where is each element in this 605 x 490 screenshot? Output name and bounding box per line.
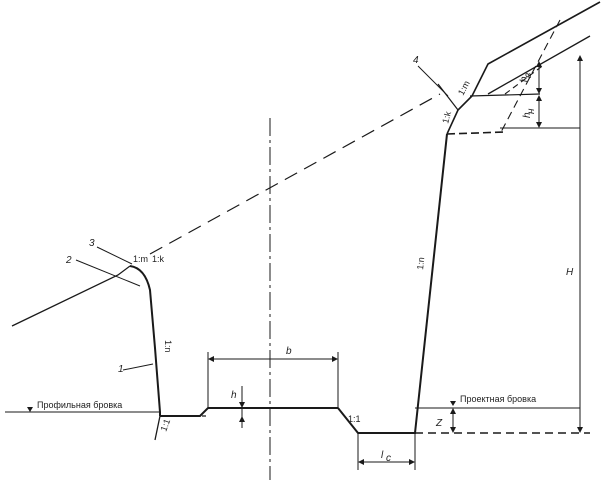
dim-Z-label: Z xyxy=(435,418,443,429)
dim-hn-label: h xyxy=(522,112,533,118)
slope-k-left: 1:k xyxy=(152,254,165,264)
slope-k-right: 1:k xyxy=(440,110,453,125)
callout-1-leader xyxy=(122,363,154,371)
callout-2: 2 xyxy=(65,255,72,266)
slope-1-1-left: 1:1 xyxy=(158,418,172,433)
right-dashed-diag xyxy=(499,19,561,135)
slope-n-left: 1:n xyxy=(163,340,173,353)
dim-hb-sub: в xyxy=(523,73,534,78)
left-ditch-slope xyxy=(154,415,161,441)
profile-edge-marker xyxy=(27,407,33,412)
slope-m-right: 1:m xyxy=(456,79,472,97)
callout-4-leader xyxy=(417,65,449,97)
design-edge-marker xyxy=(450,401,456,406)
dim-H-label: H xyxy=(566,267,574,278)
right-crest-dashed xyxy=(446,131,506,135)
dim-hn-sub: н xyxy=(526,108,537,114)
callout-3-leader xyxy=(96,246,133,265)
right-crest-tick xyxy=(437,83,459,111)
ground-line-left xyxy=(11,265,131,327)
bottom-profile-right xyxy=(337,133,448,434)
dim-h-label: h xyxy=(231,390,237,401)
right-ground-line-3 xyxy=(469,93,541,97)
slope-n-right: 1:n xyxy=(415,257,426,270)
callout-4: 4 xyxy=(413,55,419,66)
slope-m-left: 1:m xyxy=(133,254,148,264)
dim-hb-label: h xyxy=(519,76,530,82)
dim-lc-sub: c xyxy=(386,453,391,464)
callout-2-leader xyxy=(75,259,141,287)
bottom-profile-left xyxy=(160,407,338,417)
callout-1: 1 xyxy=(118,364,124,375)
slope-1-1-right: 1:1 xyxy=(348,414,361,424)
left-slope-wall xyxy=(129,265,161,416)
callout-3: 3 xyxy=(89,238,95,249)
dim-lc-label: l xyxy=(381,450,384,461)
dashed-ground-connection xyxy=(149,93,441,255)
design-edge-label: Проектная бровка xyxy=(460,394,536,404)
profile-edge-label: Профильная бровка xyxy=(37,400,122,410)
dim-b-label: b xyxy=(286,346,292,357)
